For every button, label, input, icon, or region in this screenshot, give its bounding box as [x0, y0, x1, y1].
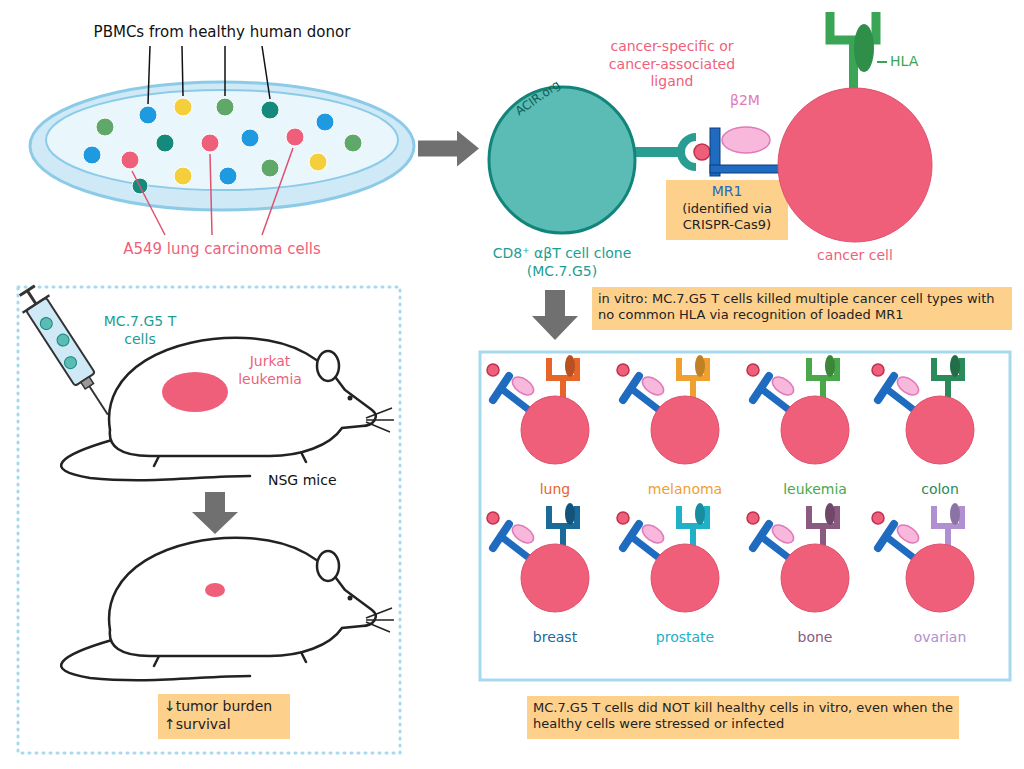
cell-body	[651, 396, 719, 464]
cell-outline	[905, 395, 975, 465]
molecule-label: HLA	[890, 53, 950, 71]
cell-body	[906, 544, 974, 612]
tumor-label: Jurkat leukemia	[232, 353, 308, 388]
cell-body	[521, 396, 589, 464]
note-box: in vitro: MC.7.G5 T cells killed multipl…	[592, 287, 1012, 330]
mouse-label: NSG mice	[268, 472, 358, 490]
cancer-cell: breast	[520, 543, 590, 613]
cell-type-label: prostate	[615, 629, 755, 647]
cancer-cell: ovarian	[905, 543, 975, 613]
dish-label: A549 lung carcinoma cells	[0, 240, 452, 259]
cancer-cell: bone	[780, 543, 850, 613]
cell-outline	[780, 395, 850, 465]
cell-body	[781, 396, 849, 464]
cancer-cell: lung	[520, 395, 590, 465]
cancer-cell: melanoma	[650, 395, 720, 465]
cancer-cell: colon	[905, 395, 975, 465]
cancer-cell: cancer cell	[777, 87, 933, 243]
cell-outline	[650, 395, 720, 465]
cell-outline	[650, 543, 720, 613]
cell-body	[489, 87, 635, 233]
cell-type-label: bone	[745, 629, 885, 647]
cell-body	[778, 88, 932, 242]
cell-outline	[777, 87, 933, 243]
petri-dish: PBMCs from healthy human donorA549 lung …	[32, 83, 412, 207]
flow-arrow	[418, 141, 457, 157]
cell-type-label: ovarian	[870, 629, 1010, 647]
result-text: ↓tumor burden ↑survival	[164, 698, 284, 733]
cell-label: cancer cell	[767, 247, 943, 265]
cancer-cell: leukemia	[780, 395, 850, 465]
cell-outline	[487, 85, 637, 235]
cell-type-label: melanoma	[615, 481, 755, 499]
molecule-label: MR1	[670, 183, 784, 201]
cell-type-label: breast	[485, 629, 625, 647]
note-box: MC.7.G5 T cells did NOT kill healthy cel…	[527, 696, 959, 739]
cell-body	[521, 544, 589, 612]
cell-body	[651, 544, 719, 612]
note-text: in vitro: MC.7.G5 T cells killed multipl…	[598, 291, 1006, 324]
syringe-label: MC.7.G5 T cells	[98, 313, 182, 348]
t-cell: ACIR.orgCD8⁺ αβT cell clone (MC.7.G5)	[487, 85, 637, 235]
cell-outline	[780, 543, 850, 613]
result-box: ↓tumor burden ↑survival	[158, 694, 290, 739]
cell-label: CD8⁺ αβT cell clone (MC.7.G5)	[467, 245, 657, 280]
cell-body	[906, 396, 974, 464]
note-box: MR1(identified via CRISPR-Cas9)	[666, 180, 788, 240]
cell-type-label: lung	[485, 481, 625, 499]
cell-type-label: colon	[870, 481, 1010, 499]
dish-label: PBMCs from healthy human donor	[0, 23, 452, 42]
cell-type-label: leukemia	[745, 481, 885, 499]
cell-outline	[905, 543, 975, 613]
cell-body	[781, 544, 849, 612]
molecule-label: β2M	[730, 92, 780, 110]
cell-outline	[520, 543, 590, 613]
cell-outline	[520, 395, 590, 465]
note-text: (identified via CRISPR-Cas9)	[670, 201, 784, 234]
ligand-label: cancer-specific or cancer-associated lig…	[600, 38, 744, 91]
cancer-cell: prostate	[650, 543, 720, 613]
note-text: MC.7.G5 T cells did NOT kill healthy cel…	[533, 700, 953, 733]
